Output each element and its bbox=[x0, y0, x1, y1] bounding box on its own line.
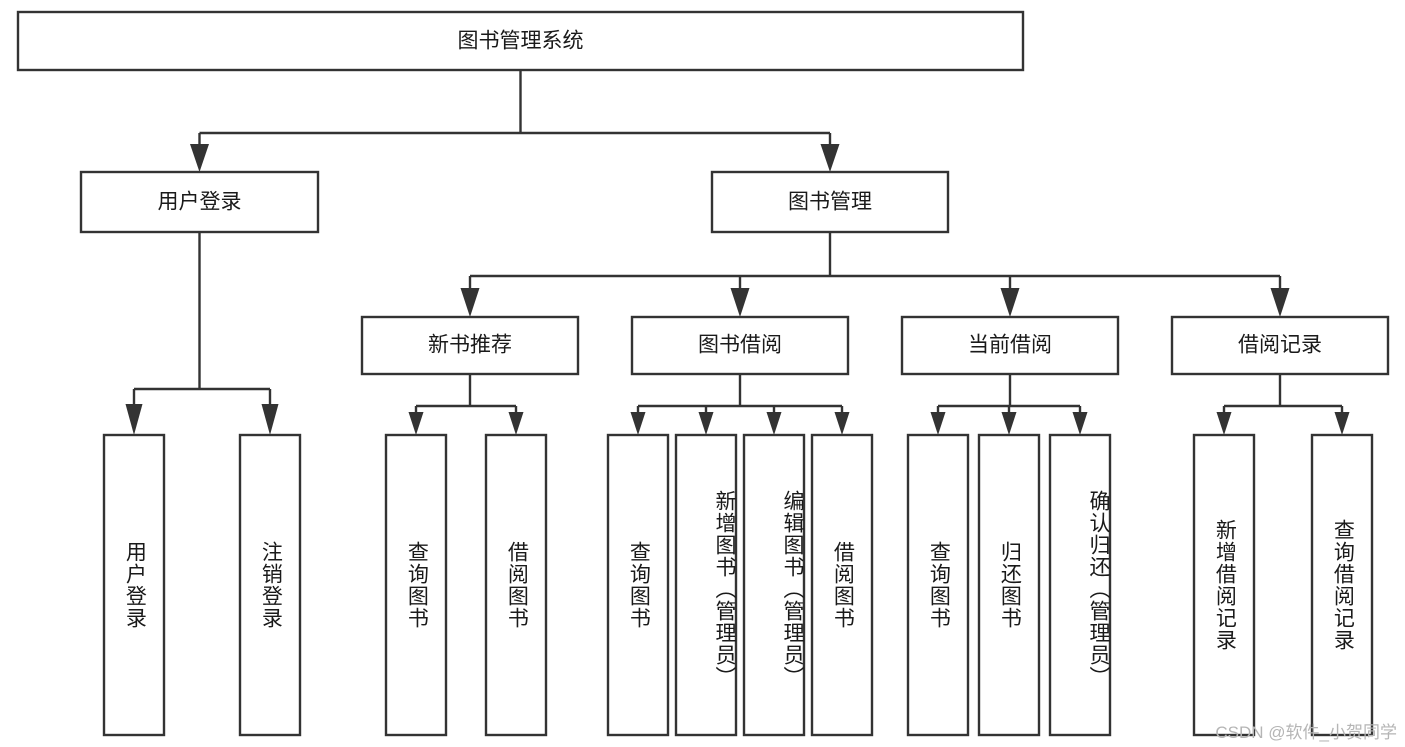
leaf-logout-box[interactable] bbox=[238, 433, 302, 737]
node-borrow-records-box[interactable] bbox=[1170, 315, 1390, 376]
node-root-label: 图书管理系统 bbox=[458, 30, 584, 53]
arrowhead-borrow-records bbox=[1270, 288, 1290, 317]
node-current-borrow-box[interactable] bbox=[900, 315, 1120, 376]
node-borrow-records-label: 借阅记录 bbox=[1238, 334, 1322, 357]
node-new-book-recommend-box[interactable] bbox=[360, 315, 580, 376]
connector-group-book-management bbox=[460, 232, 1290, 317]
node-book-borrow[interactable]: 图书借阅 bbox=[630, 315, 850, 376]
arrowhead-leaf-borrow-book bbox=[834, 412, 850, 435]
leaf-edit-book-admin-box[interactable] bbox=[742, 433, 806, 737]
connector-group-borrow-records bbox=[1216, 374, 1350, 435]
leaf-query-book-current-box[interactable] bbox=[906, 433, 970, 737]
connector-group-root bbox=[190, 70, 840, 172]
arrowhead-user-login bbox=[190, 144, 209, 172]
node-book-borrow-box[interactable] bbox=[630, 315, 850, 376]
leaf-boxes bbox=[102, 433, 1374, 737]
node-current-borrow[interactable]: 当前借阅 bbox=[900, 315, 1120, 376]
csdn-watermark: CSDN @软件_小贺同学 bbox=[1215, 723, 1397, 742]
leaf-add-book-admin-box[interactable] bbox=[674, 433, 738, 737]
arrowhead-leaf-query-book-recommend bbox=[408, 412, 424, 435]
arrowhead-leaf-user-login bbox=[125, 404, 143, 435]
leaf-borrow-book-recommend-box[interactable] bbox=[484, 433, 548, 737]
arrowhead-leaf-confirm-return-admin bbox=[1072, 412, 1088, 435]
connector-group-current-borrow bbox=[930, 374, 1088, 435]
node-user-login-label: 用户登录 bbox=[158, 191, 242, 214]
leaf-query-book-recommend-box[interactable] bbox=[384, 433, 448, 737]
connector-group-book-borrow bbox=[630, 374, 850, 435]
leaf-return-book-box[interactable] bbox=[977, 433, 1041, 737]
arrowhead-leaf-edit-book-admin bbox=[766, 412, 782, 435]
leaf-query-book-borrow-box[interactable] bbox=[606, 433, 670, 737]
node-root[interactable]: 图书管理系统 bbox=[16, 10, 1025, 72]
arrowhead-leaf-query-borrow-record bbox=[1334, 412, 1350, 435]
arrowhead-current-borrow bbox=[1000, 288, 1020, 317]
node-book-management[interactable]: 图书管理 bbox=[710, 170, 950, 234]
arrowhead-leaf-query-book-borrow bbox=[630, 412, 646, 435]
leaf-query-borrow-record-box[interactable] bbox=[1310, 433, 1374, 737]
node-borrow-records[interactable]: 借阅记录 bbox=[1170, 315, 1390, 376]
node-book-borrow-label: 图书借阅 bbox=[698, 334, 782, 357]
connector-group-new-book-recommend bbox=[408, 374, 524, 435]
arrowhead-leaf-add-borrow-record bbox=[1216, 412, 1232, 435]
connector-group-user-login bbox=[125, 232, 279, 435]
node-user-login-box[interactable] bbox=[79, 170, 320, 234]
arrowhead-leaf-logout bbox=[261, 404, 279, 435]
node-book-management-label: 图书管理 bbox=[788, 191, 872, 214]
arrowhead-book-management bbox=[820, 144, 840, 172]
arrowhead-leaf-return-book bbox=[1001, 412, 1017, 435]
arrowhead-leaf-query-book-current bbox=[930, 412, 946, 435]
node-new-book-recommend-label: 新书推荐 bbox=[428, 334, 512, 357]
node-current-borrow-label: 当前借阅 bbox=[968, 334, 1052, 357]
node-user-login[interactable]: 用户登录 bbox=[79, 170, 320, 234]
arrowhead-book-borrow bbox=[730, 288, 750, 317]
node-new-book-recommend[interactable]: 新书推荐 bbox=[360, 315, 580, 376]
arrowhead-new-book-recommend bbox=[460, 288, 480, 317]
leaf-borrow-book-box[interactable] bbox=[810, 433, 874, 737]
leaf-add-borrow-record-box[interactable] bbox=[1192, 433, 1256, 737]
arrowhead-leaf-borrow-book-recommend bbox=[508, 412, 524, 435]
arrowhead-leaf-add-book-admin bbox=[698, 412, 714, 435]
node-book-management-box[interactable] bbox=[710, 170, 950, 234]
leaf-confirm-return-admin-box[interactable] bbox=[1048, 433, 1112, 737]
node-root-box[interactable] bbox=[16, 10, 1025, 72]
leaf-user-login-box[interactable] bbox=[102, 433, 166, 737]
